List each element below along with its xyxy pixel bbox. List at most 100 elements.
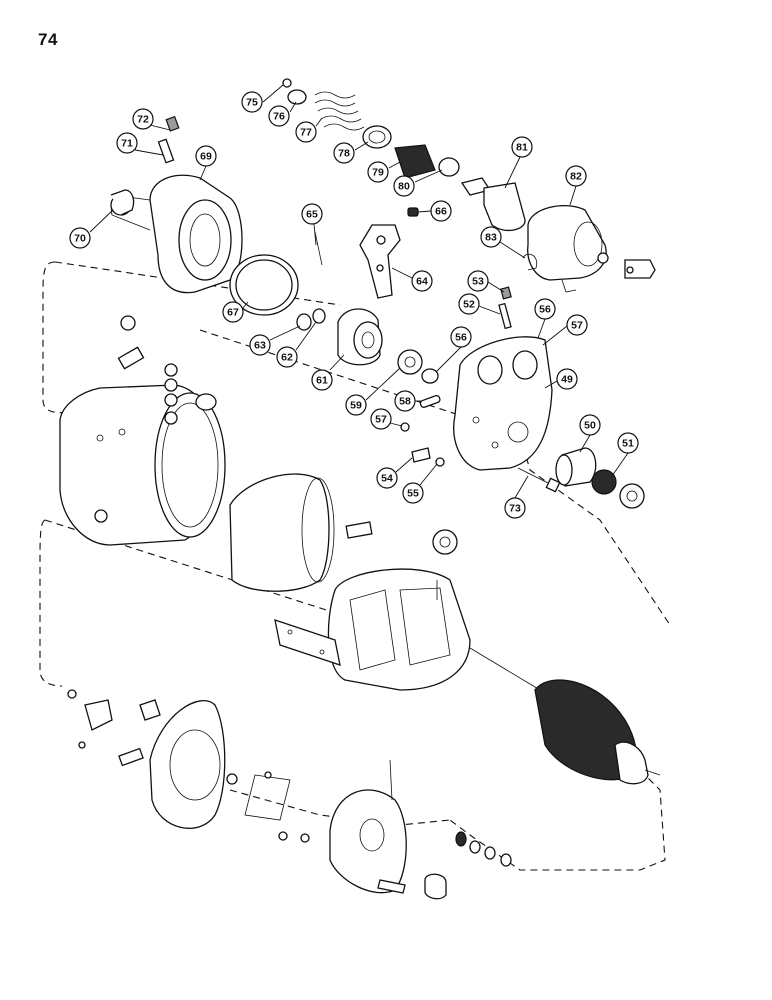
end-hardware xyxy=(278,831,512,900)
drive-pinion-61 xyxy=(337,308,383,366)
callout-label: 59 xyxy=(350,400,362,412)
callout-label: 72 xyxy=(137,114,149,126)
callout-67: 67 xyxy=(222,301,244,323)
plunger-81 xyxy=(460,177,526,232)
callout-81: 81 xyxy=(511,136,533,158)
brush-spring-wire xyxy=(244,771,291,821)
callout-label: 56 xyxy=(455,332,467,344)
callout-56: 56 xyxy=(450,326,472,348)
callout-label: 82 xyxy=(570,171,582,183)
callout-label: 76 xyxy=(273,111,285,123)
page-number: 74 xyxy=(38,30,58,49)
callout-51: 51 xyxy=(617,432,639,454)
callout-53: 53 xyxy=(467,270,489,292)
terminal-hardware xyxy=(94,315,217,523)
housing-49 xyxy=(453,336,553,471)
callout-label: 63 xyxy=(254,340,266,352)
pin-65 xyxy=(314,231,323,266)
callout-label: 79 xyxy=(372,167,384,179)
callout-label: 49 xyxy=(561,374,573,386)
callout-71: 71 xyxy=(116,132,138,154)
callout-label: 56 xyxy=(539,304,551,316)
pin-71-72 xyxy=(157,115,180,164)
bushing-50-51 xyxy=(555,447,645,509)
callout-label: 78 xyxy=(338,148,350,160)
callout-59: 59 xyxy=(345,394,367,416)
field-coil-assembly xyxy=(327,521,471,691)
callout-label: 71 xyxy=(121,138,133,150)
brush-holder-parts xyxy=(67,689,161,767)
callout-78: 78 xyxy=(333,142,355,164)
callout-label: 83 xyxy=(485,232,497,244)
retainer-62 xyxy=(312,308,326,324)
callout-69: 69 xyxy=(195,145,217,167)
callout-55: 55 xyxy=(402,482,424,504)
callout-79: 79 xyxy=(367,161,389,183)
callout-label: 66 xyxy=(435,206,447,218)
callout-label: 50 xyxy=(584,420,596,432)
callout-75: 75 xyxy=(241,91,263,113)
callout-80: 80 xyxy=(393,175,415,197)
callout-66: 66 xyxy=(430,200,452,222)
callout-label: 67 xyxy=(227,307,239,319)
gasket-67 xyxy=(229,254,299,316)
callout-labels: 75 76 77 78 79 80 81 82 72 71 69 70 65 66 83 64 53 52 56 57… xyxy=(69,91,639,519)
callout-61: 61 xyxy=(311,369,333,391)
bracket-83 xyxy=(522,253,538,271)
callout-label: 62 xyxy=(281,352,293,364)
brush-plate xyxy=(149,700,238,829)
callout-56: 56 xyxy=(534,298,556,320)
bushing-70 xyxy=(110,189,135,216)
callout-label: 57 xyxy=(375,414,387,426)
bolt-73 xyxy=(517,467,561,493)
end-cover xyxy=(329,759,407,894)
callout-62: 62 xyxy=(276,346,298,368)
callout-label: 54 xyxy=(381,473,393,485)
screw-54-55 xyxy=(411,447,445,467)
callout-label: 80 xyxy=(398,181,410,193)
snap-ring-63 xyxy=(296,313,312,331)
solenoid-82 xyxy=(527,205,656,293)
callout-label: 52 xyxy=(463,299,475,311)
washer-59 xyxy=(397,349,423,375)
callout-57: 57 xyxy=(566,314,588,336)
callout-label: 58 xyxy=(399,396,411,408)
pin-52-53 xyxy=(498,286,512,330)
callout-label: 65 xyxy=(306,209,318,221)
shift-lever-64 xyxy=(359,224,401,299)
callout-label: 73 xyxy=(509,503,521,515)
callout-54: 54 xyxy=(376,467,398,489)
pole-shoe xyxy=(274,619,341,666)
callout-label: 53 xyxy=(472,276,484,288)
callout-58: 58 xyxy=(394,390,416,412)
callout-label: 75 xyxy=(246,97,258,109)
callout-64: 64 xyxy=(411,270,433,292)
callout-65: 65 xyxy=(301,203,323,225)
leader-lines xyxy=(89,84,629,499)
pin-58 xyxy=(419,394,441,408)
callout-label: 70 xyxy=(74,233,86,245)
callout-73: 73 xyxy=(504,497,526,519)
callout-72: 72 xyxy=(132,108,154,130)
field-band xyxy=(229,473,335,592)
callout-63: 63 xyxy=(249,334,271,356)
callout-label: 64 xyxy=(416,276,428,288)
callout-label: 57 xyxy=(571,320,583,332)
armature xyxy=(469,647,661,785)
callout-83: 83 xyxy=(480,226,502,248)
callout-50: 50 xyxy=(579,414,601,436)
callout-82: 82 xyxy=(565,165,587,187)
callout-label: 61 xyxy=(316,375,328,387)
plunger-spring-stack xyxy=(282,78,460,179)
shim-66 xyxy=(407,207,419,217)
callout-label: 69 xyxy=(200,151,212,163)
drive-housing-69 xyxy=(110,174,243,294)
callout-52: 52 xyxy=(458,293,480,315)
callout-76: 76 xyxy=(268,105,290,127)
callout-77: 77 xyxy=(295,121,317,143)
callout-49: 49 xyxy=(556,368,578,390)
callout-label: 77 xyxy=(300,127,312,139)
callout-label: 81 xyxy=(516,142,528,154)
field-frame xyxy=(59,384,226,546)
